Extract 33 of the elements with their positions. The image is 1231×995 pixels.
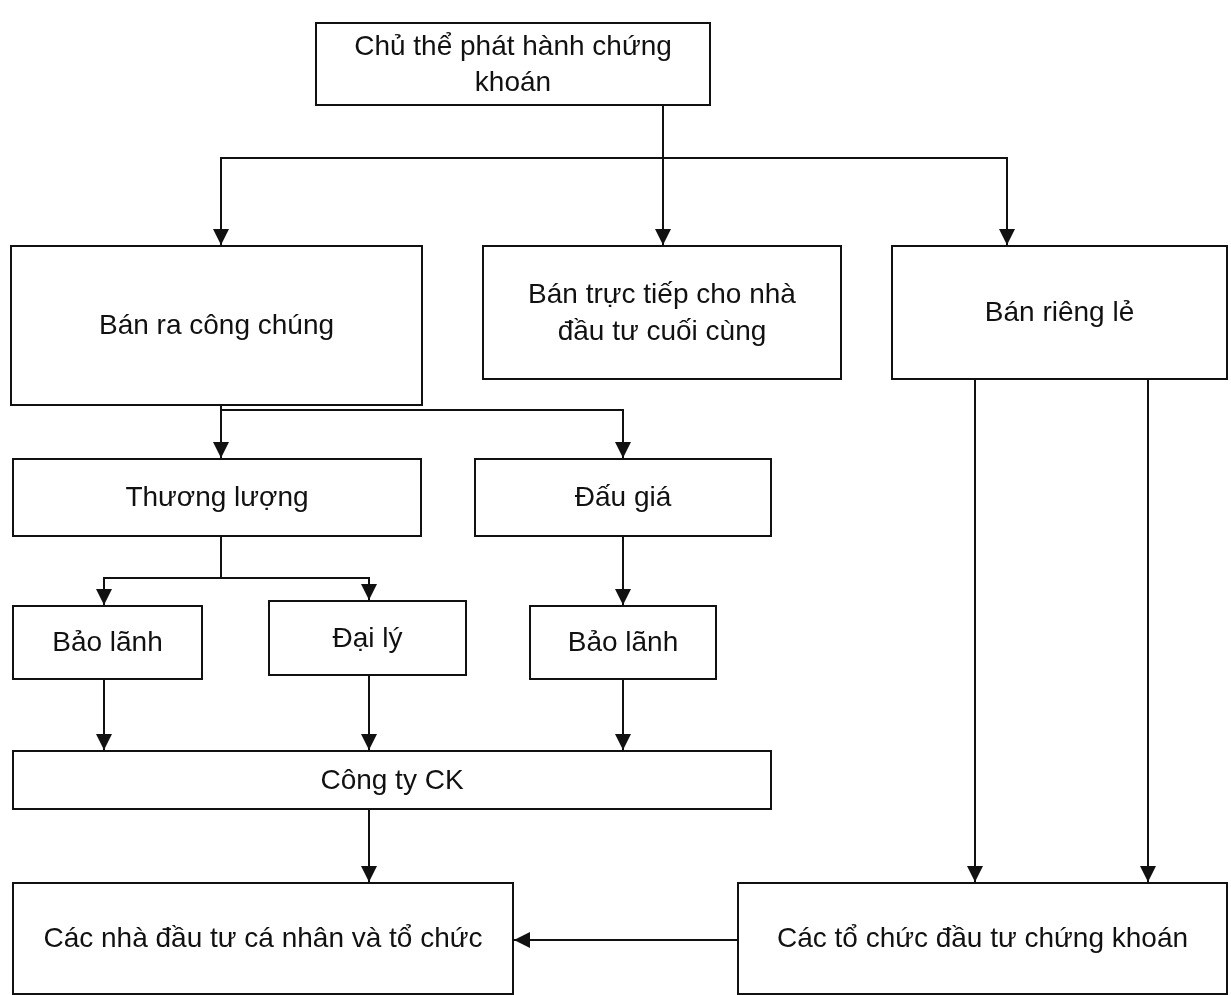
node-label: Chủ thể phát hành chứng khoán (353, 28, 673, 99)
process-box (474, 458, 772, 537)
arrow (361, 675, 377, 751)
process-box (12, 605, 203, 680)
arrow (967, 379, 983, 883)
node-label: Bảo lãnh (567, 625, 679, 660)
process-box (529, 605, 717, 680)
arrow (615, 679, 631, 751)
node-label: Các nhà đầu tư cá nhân và tổ chức (43, 921, 483, 956)
process-box (268, 600, 467, 676)
arrow (615, 536, 631, 606)
node-label: Bán riêng lẻ (984, 295, 1135, 330)
process-box (891, 245, 1228, 380)
node-label: Các tổ chức đầu tư chứng khoán (776, 921, 1189, 956)
node-label: Đấu giá (574, 480, 672, 515)
process-box (12, 458, 422, 537)
node-label: Bán ra công chúng (98, 308, 335, 343)
arrow (513, 932, 738, 948)
node-label: Công ty CK (320, 762, 464, 797)
node-label: Đại lý (332, 620, 403, 655)
process-box (10, 245, 423, 406)
process-box (315, 22, 711, 106)
process-box (12, 882, 514, 995)
arrow (1140, 379, 1156, 883)
arrow (220, 536, 377, 601)
node-label: Thương lượng (125, 480, 309, 515)
arrow (96, 679, 112, 751)
process-box (482, 245, 842, 380)
process-box (12, 750, 772, 810)
process-box (737, 882, 1228, 995)
node-label: Bán trực tiếp cho nhà đầu tư cuối cùng (527, 277, 797, 348)
arrow (361, 809, 377, 883)
node-label: Bảo lãnh (52, 625, 163, 660)
